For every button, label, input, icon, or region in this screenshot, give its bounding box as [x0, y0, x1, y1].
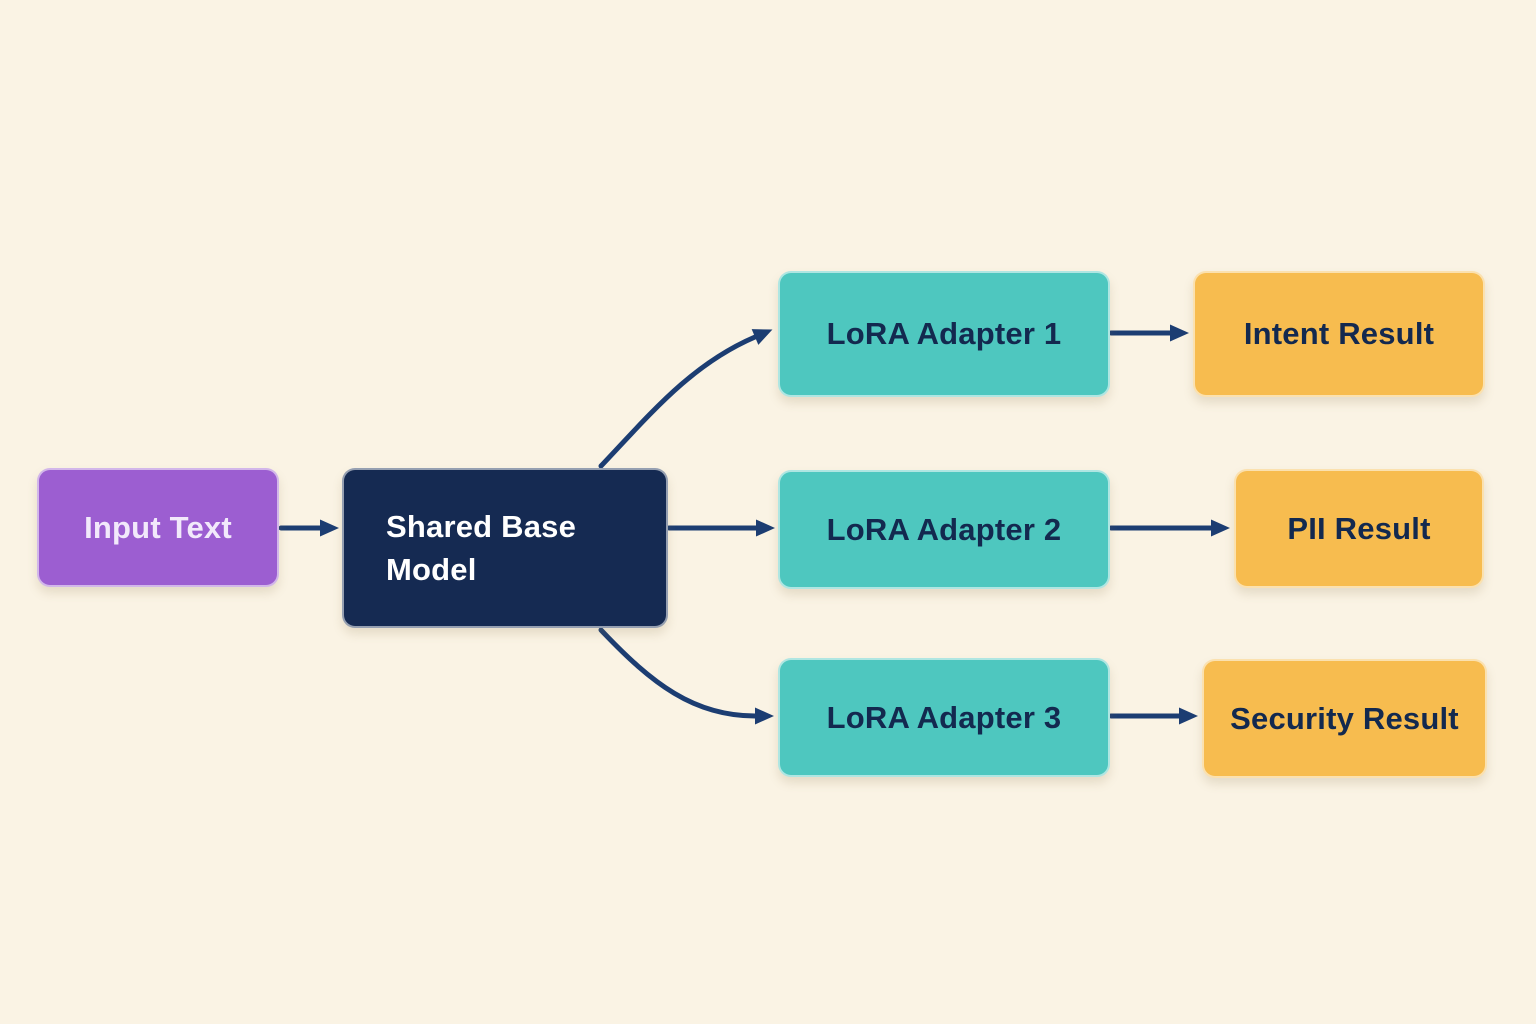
node-lora-adapter-2: LoRA Adapter 2 — [778, 470, 1110, 589]
node-pii-result: PII Result — [1234, 469, 1484, 588]
node-lora-adapter-1: LoRA Adapter 1 — [778, 271, 1110, 397]
node-lora-adapter-3-label: LoRA Adapter 3 — [826, 699, 1062, 735]
node-intent-result-label: Intent Result — [1243, 316, 1435, 351]
edge-base-adapter3 — [598, 627, 774, 725]
node-input-text-label: Input Text — [84, 509, 232, 545]
node-intent-result: Intent Result — [1193, 271, 1485, 397]
node-shared-base-model: Shared Base Model — [342, 468, 668, 628]
node-security-result: Security Result — [1202, 659, 1487, 778]
node-lora-adapter-2-label: LoRA Adapter 2 — [826, 511, 1062, 547]
node-input-text: Input Text — [37, 468, 279, 587]
edge-base-adapter1 — [598, 329, 773, 469]
node-shared-base-model-label: Shared Base Model — [386, 508, 577, 587]
node-pii-result-label: PII Result — [1287, 510, 1431, 546]
node-lora-adapter-3: LoRA Adapter 3 — [778, 658, 1110, 777]
node-lora-adapter-1-label: LoRA Adapter 1 — [826, 316, 1062, 351]
node-security-result-label: Security Result — [1230, 700, 1459, 736]
